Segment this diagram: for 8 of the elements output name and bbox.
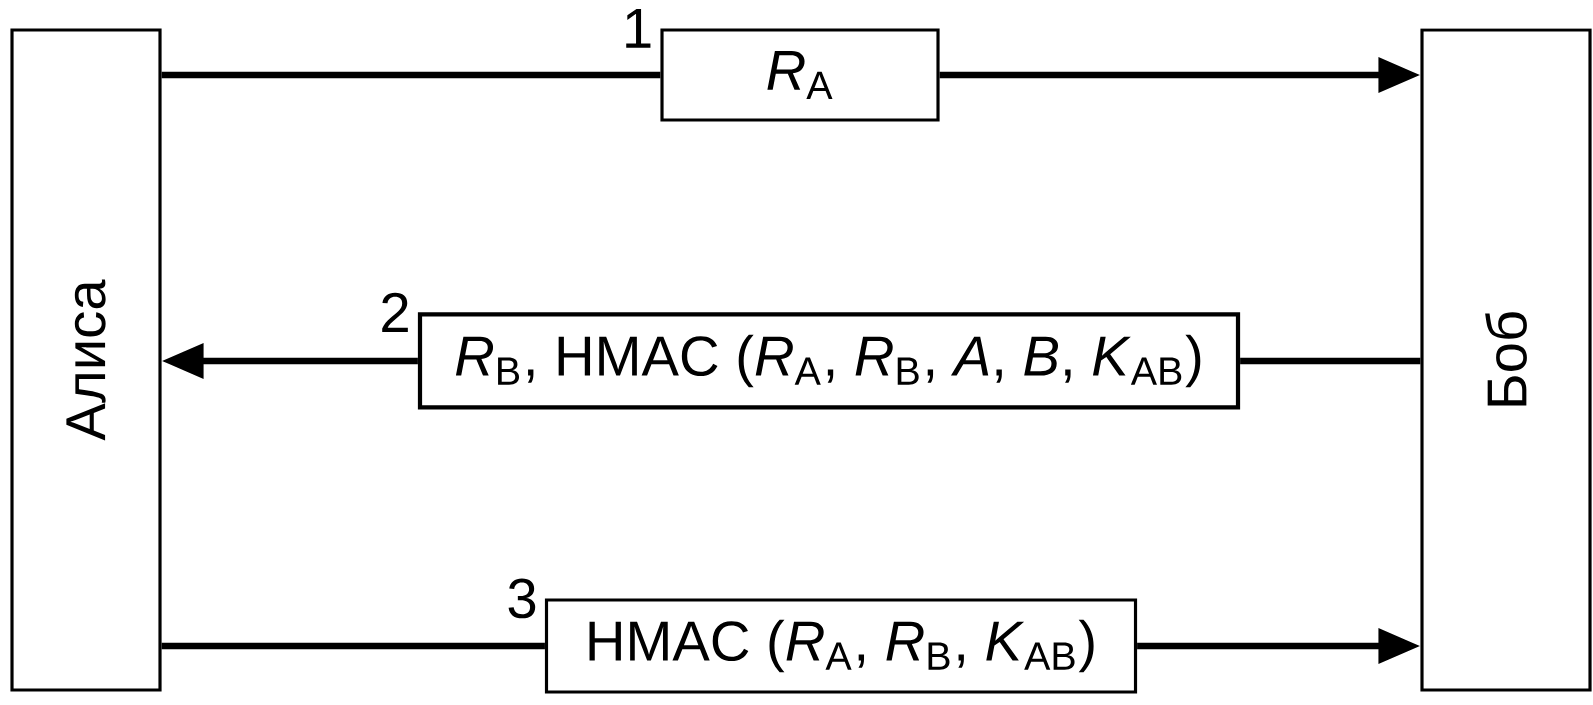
message-box: R$_{A}$ [660,28,940,122]
party-box: Боб [1420,28,1592,692]
step-number: 3 [508,578,536,619]
party-box: Алиса [10,28,162,692]
step-number: 2 [382,292,408,332]
step-number: 1 [626,9,651,48]
message-box: HMAC (R$_{A}$, R$_{B}$, K$_{AB}$) [544,598,1138,694]
message-box: R$_{B}$, HMAC (R$_{A}$, R$_{B}$, A, B, K$_{AB}$) [417,312,1241,410]
